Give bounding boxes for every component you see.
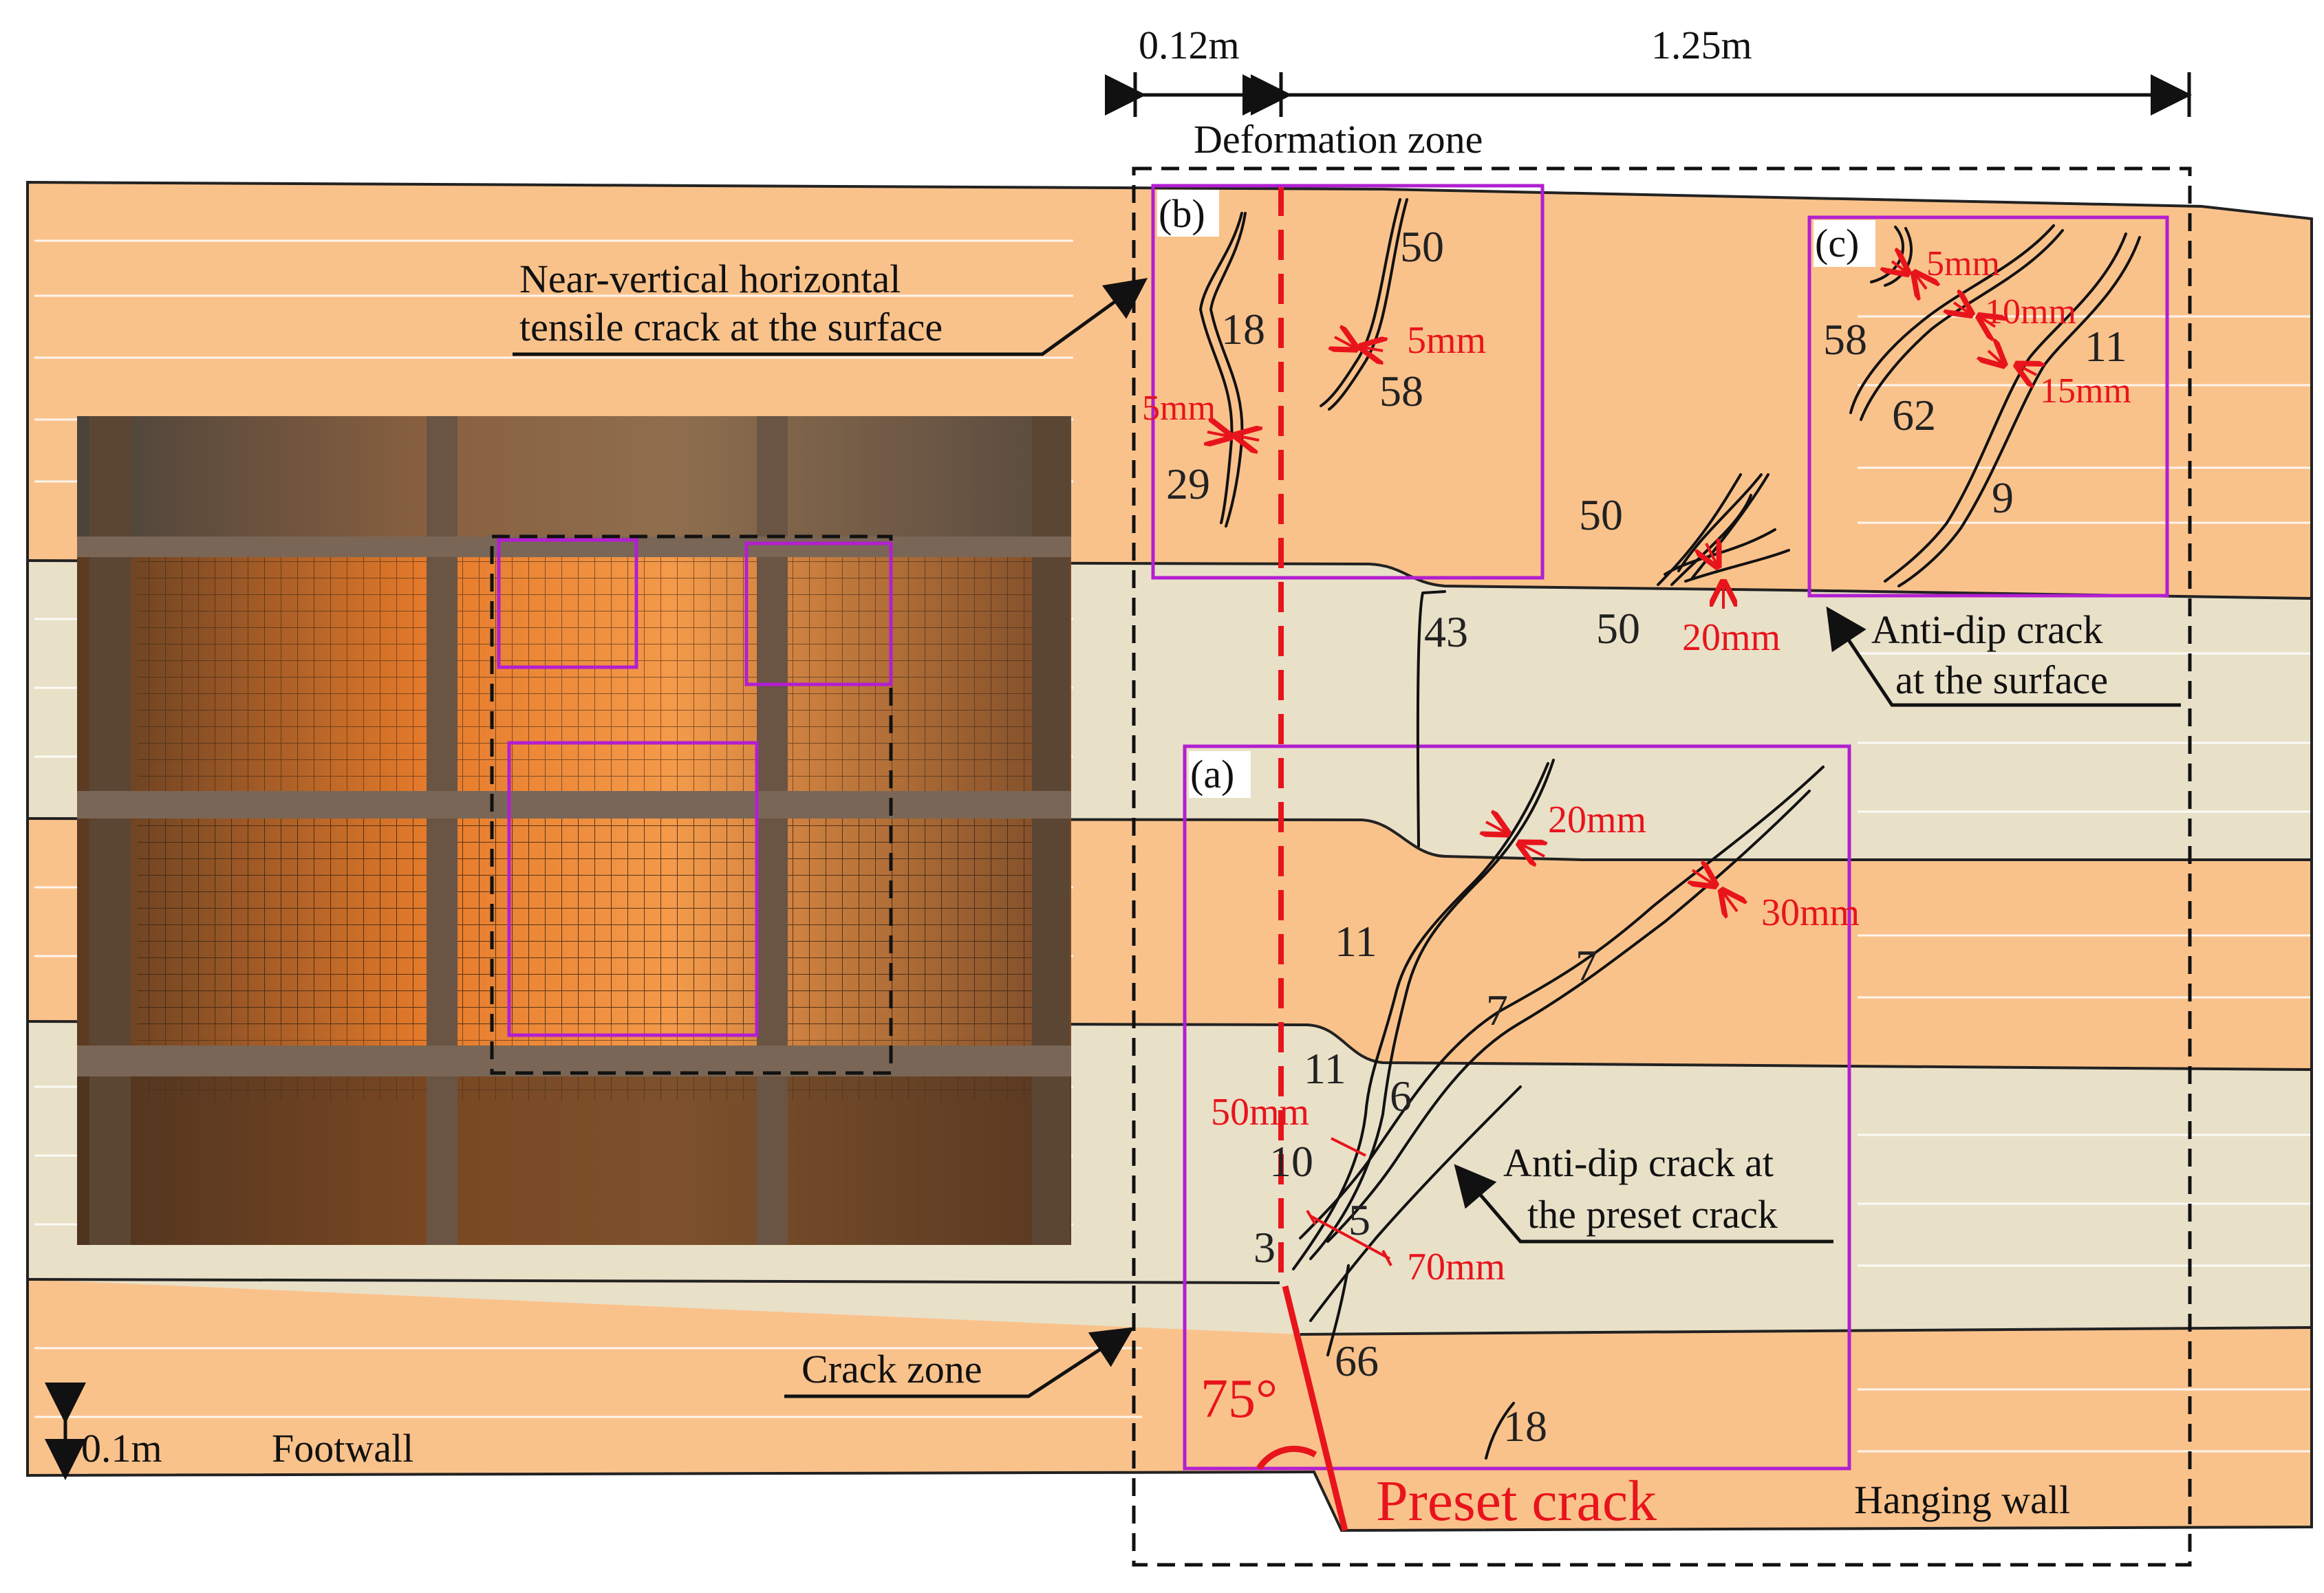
angle-label: 75° [1201, 1369, 1278, 1429]
anti-dip-preset-line2: the preset crack [1527, 1192, 1778, 1237]
dimension-annotations: 0.12m 1.25m Deformation zone [1105, 23, 2192, 162]
panel-frames: (b) (c) (a) [1151, 184, 2169, 1471]
crack-number: 5 [1348, 1195, 1370, 1244]
callouts: Near-vertical horizontal tensile crack a… [513, 257, 2181, 1398]
crack-number: 9 [1992, 473, 2014, 522]
anti-dip-surface-line2: at the surface [1895, 658, 2108, 702]
anti-dip-preset-line1: Anti-dip crack at [1503, 1140, 1774, 1185]
crack-numbers: 18 29 50 58 58 62 11 9 50 50 43 11 11 7 … [1166, 222, 2127, 1451]
width-right-label: 1.25m [1651, 23, 1752, 67]
width-label: 70mm [1407, 1246, 1505, 1288]
bottom-labels: 0.1m Footwall Hanging wall [45, 1383, 2070, 1522]
deformation-zone-box [1132, 166, 2192, 1567]
crack-number: 58 [1379, 367, 1423, 415]
width-label: 5mm [1142, 389, 1216, 428]
panel-c-frame [1807, 215, 2169, 598]
anti-dip-surface-line1: Anti-dip crack [1871, 607, 2103, 652]
crack-number: 66 [1335, 1336, 1379, 1385]
width-label: 5mm [1407, 319, 1486, 362]
crack-number: 62 [1892, 391, 1936, 440]
hanging-wall-label: Hanging wall [1854, 1477, 2070, 1522]
test-rig-photo [77, 416, 1071, 1245]
crack-number: 29 [1166, 459, 1210, 508]
crack-number: 6 [1390, 1072, 1412, 1120]
width-label: 30mm [1761, 891, 1860, 934]
crack-number: 11 [1335, 917, 1377, 966]
width-label: 20mm [1548, 799, 1646, 841]
width-label: 10mm [1985, 292, 2076, 332]
crack-number: 11 [1304, 1044, 1346, 1093]
crack-number: 11 [2085, 322, 2127, 371]
preset-crack-label: Preset crack [1376, 1469, 1657, 1533]
width-label: 50mm [1211, 1091, 1309, 1134]
preset-crack: 75° Preset crack [1201, 1285, 1657, 1533]
footwall-label: Footwall [272, 1426, 413, 1471]
crack-number: 50 [1596, 604, 1640, 653]
panel-b-frame [1151, 184, 1545, 580]
crack-number: 43 [1424, 607, 1468, 656]
panel-c-label: (c) [1815, 221, 1859, 266]
crack-number: 3 [1254, 1223, 1276, 1272]
crack-number: 18 [1221, 305, 1265, 354]
crack-number: 58 [1823, 315, 1867, 364]
crack-number: 7 [1575, 941, 1597, 990]
width-label: 5mm [1926, 244, 2000, 283]
scale-label: 0.1m [81, 1426, 162, 1471]
panel-a-frame [1183, 744, 1851, 1471]
width-left-label: 0.12m [1139, 23, 1240, 67]
crack-number: 50 [1400, 222, 1444, 271]
crack-zone-label: Crack zone [801, 1347, 982, 1391]
deformation-zone-label: Deformation zone [1194, 117, 1483, 162]
crack-number: 10 [1269, 1137, 1313, 1186]
panel-a-label: (a) [1190, 752, 1234, 796]
near-vertical-label-line2: tensile crack at the surface [519, 305, 943, 349]
width-label: 20mm [1682, 616, 1780, 659]
crack-number: 7 [1486, 986, 1508, 1034]
near-vertical-label-line1: Near-vertical horizontal [519, 257, 901, 301]
crack-number: 50 [1579, 490, 1623, 539]
crack-width-markers: 5mm 5mm 5mm 10mm 15mm 20mm 20mm 30mm 50m… [1142, 244, 2131, 1288]
width-label: 15mm [2040, 371, 2131, 411]
crack-number: 18 [1503, 1402, 1547, 1451]
panel-b-label: (b) [1159, 191, 1205, 236]
